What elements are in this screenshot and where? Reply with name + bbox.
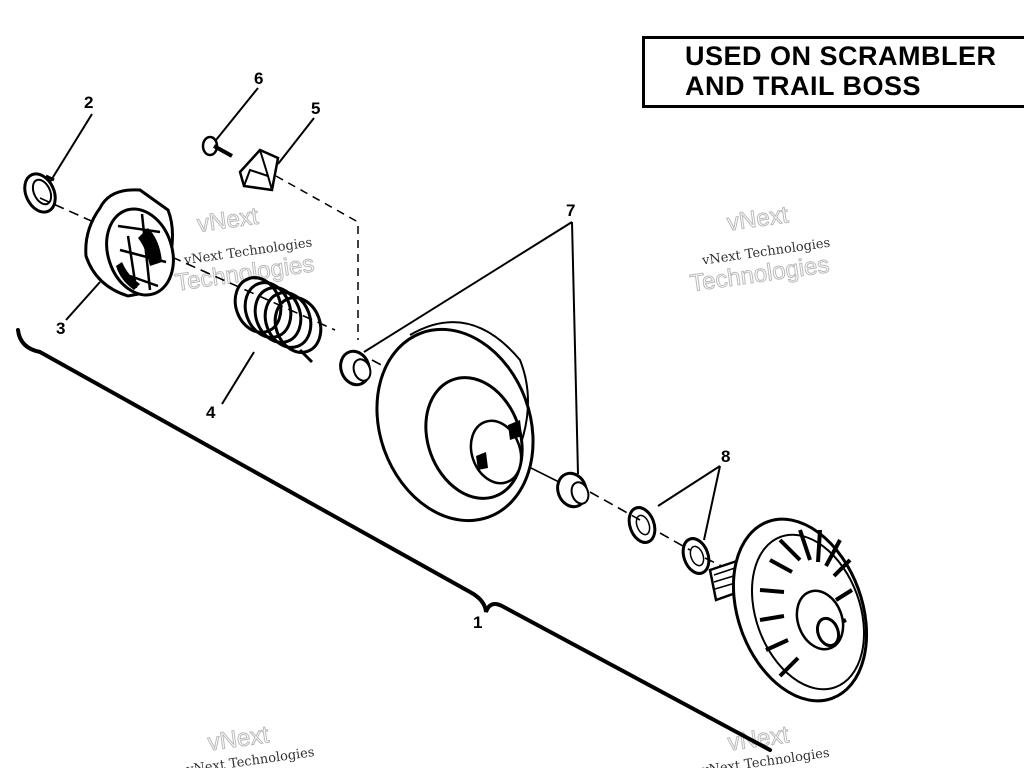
note-line-1: USED ON SCRAMBLER: [685, 41, 997, 71]
spider-assembly: [84, 188, 175, 298]
fixed-sheave: [708, 517, 869, 703]
note-line-2: AND TRAIL BOSS: [685, 71, 922, 101]
watermark-top-right: vNext Technologies vNext Technologies: [688, 201, 832, 298]
callout-4: 4: [206, 403, 216, 422]
bushing-left: [339, 349, 372, 387]
screw: [201, 135, 233, 158]
shift-weight: [238, 148, 280, 192]
watermark-bottom-left: vNext vNext Technologies: [185, 721, 316, 768]
callout-2: 2: [84, 93, 93, 112]
watermark-logo: vNext: [195, 203, 260, 238]
callout-3: 3: [56, 319, 65, 338]
washer-1: [627, 506, 657, 544]
coil-spring: [233, 276, 323, 364]
application-note-box: USED ON SCRAMBLER AND TRAIL BOSS: [642, 36, 1024, 108]
watermark-logo: vNext: [725, 201, 790, 236]
callout-8: 8: [721, 447, 730, 466]
callout-1: 1: [473, 613, 482, 632]
leader-lines: [49, 87, 721, 541]
watermark-bottom-right: vNext vNext Technologies: [700, 721, 831, 768]
movable-sheave: [375, 321, 535, 523]
watermark-logo: vNext: [726, 721, 791, 756]
snap-ring: [23, 172, 57, 214]
weight-dashed-line: [275, 175, 359, 340]
watermark-logo: vNext: [206, 721, 271, 756]
washer-2: [681, 537, 711, 575]
callout-6: 6: [254, 69, 263, 88]
bushing-right: [556, 471, 590, 509]
assembly-bracket: [16, 328, 772, 752]
callout-5: 5: [311, 99, 320, 118]
callout-7: 7: [566, 201, 575, 220]
